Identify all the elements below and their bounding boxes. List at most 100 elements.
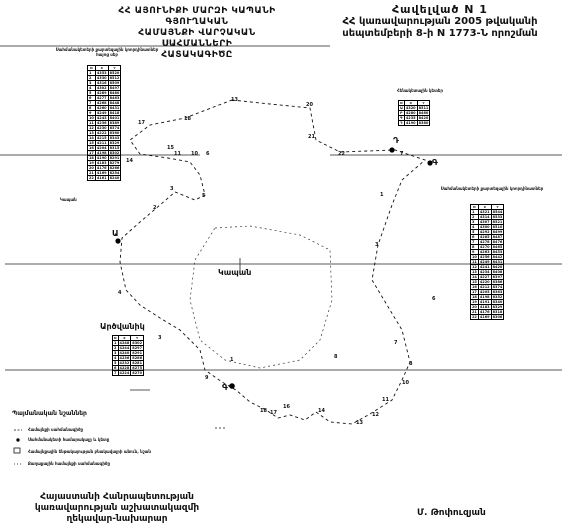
table-cell: 8521 bbox=[490, 219, 505, 225]
header-left-line: ՀԱՏԱԿԱԳԻԾԸ bbox=[161, 50, 233, 60]
table-cell: 22 bbox=[470, 314, 479, 320]
table-cell: 8497 bbox=[107, 85, 122, 91]
table-cell: 4240 bbox=[117, 350, 132, 356]
point-label: 8 bbox=[334, 354, 338, 360]
legend-symbols bbox=[13, 427, 225, 465]
table-cell: 8431 bbox=[490, 259, 505, 265]
table-cell: 8420 bbox=[416, 115, 431, 121]
table-cell: 8499 bbox=[490, 229, 505, 235]
point-label: 13 bbox=[356, 420, 363, 426]
point-label: 3 bbox=[158, 335, 162, 341]
table-cell: 22 bbox=[87, 175, 96, 181]
point-label: 6 bbox=[206, 151, 210, 157]
point-label: 1 bbox=[380, 192, 384, 198]
table-cell: 4280 bbox=[403, 110, 418, 116]
table-cell: 4249 bbox=[94, 110, 109, 116]
annex-line: ՀՀ կառավարության 2005 թվականի bbox=[342, 16, 538, 27]
point-label: 20 bbox=[306, 102, 313, 108]
legend-symbol-point bbox=[16, 438, 20, 442]
table-cell: 4353 bbox=[94, 70, 109, 76]
table-cell: 4232 bbox=[117, 360, 132, 366]
settlement-g-marker bbox=[427, 160, 433, 166]
table-cell: 4169 bbox=[94, 170, 109, 176]
point-label: 9 bbox=[205, 375, 209, 381]
table-cell: 4205 bbox=[477, 289, 492, 295]
settlement-d-marker bbox=[389, 147, 395, 153]
point-label: 7 bbox=[400, 151, 404, 157]
table-cell: 8279 bbox=[107, 160, 122, 166]
table-cell: 8315 bbox=[107, 145, 122, 151]
point-label: 10 bbox=[191, 151, 198, 157]
table-cell: 4191 bbox=[477, 299, 492, 305]
table-cell: 8374 bbox=[107, 125, 122, 131]
footer-line: Հայաստանի Հանրապետության bbox=[40, 492, 194, 502]
footer-signature: Մ. Թոփուզյան bbox=[417, 508, 486, 518]
point-label: 14 bbox=[318, 408, 325, 414]
left-table-caption: Սահմանակետերի քարտեզային կոորդինատներ հա… bbox=[55, 47, 159, 57]
table-cell: 8480 bbox=[107, 90, 122, 96]
header-right-annex: Հավելված N 1 ՀՀ կառավարության 2005 թվակա… bbox=[320, 4, 560, 40]
table-cell: 8240 bbox=[107, 175, 122, 181]
table-cell: 4161 bbox=[94, 175, 109, 181]
table-cell: 4198 bbox=[94, 150, 109, 156]
table-cell: 8318 bbox=[490, 309, 505, 315]
legend-item: Համայնքի սահմանագիծը bbox=[28, 427, 84, 432]
table-cell: 8360 bbox=[107, 130, 122, 136]
table-cell: 4321 bbox=[477, 209, 492, 215]
table-cell: 8487 bbox=[490, 234, 505, 240]
table-cell: 8408 bbox=[490, 269, 505, 275]
table-cell: 8533 bbox=[490, 214, 505, 220]
table-cell: 8329 bbox=[490, 304, 505, 310]
table-cell: 8302 bbox=[130, 340, 145, 346]
point-label: 17 bbox=[138, 120, 145, 126]
table-cell: 8463 bbox=[107, 95, 122, 101]
table-cell: 4248 bbox=[117, 340, 132, 346]
point-label: 16 bbox=[283, 404, 290, 410]
table-cell: 8297 bbox=[130, 345, 145, 351]
point-label: 18 bbox=[184, 116, 191, 122]
table-cell: 4234 bbox=[477, 269, 492, 275]
table-cell: 8386 bbox=[490, 279, 505, 285]
table-cell: 8352 bbox=[490, 294, 505, 300]
table-cell: 8465 bbox=[490, 244, 505, 250]
table-cell: 4320 bbox=[403, 105, 418, 111]
point-label: 6 bbox=[432, 296, 436, 302]
table-cell: 8266 bbox=[107, 165, 122, 171]
community-boundary bbox=[119, 99, 426, 425]
table-cell: 8389 bbox=[107, 120, 122, 126]
header-left-line: ՀՀ ԱՅՈՒՆԻՔԻ ՄԱՐԶԻ ԿԱՊԱՆԻ ԳՅՈՒՂԱԿԱՆ bbox=[118, 6, 276, 27]
table-cell: 8270 bbox=[130, 370, 145, 376]
settlement-g-label: Գ bbox=[432, 158, 438, 167]
city-boundary bbox=[189, 225, 333, 369]
table-cell: 4292 bbox=[477, 229, 492, 235]
point-label: 3 bbox=[375, 242, 379, 248]
table-cell: 4302 bbox=[94, 85, 109, 91]
legend-symbol-settlement bbox=[13, 447, 21, 454]
table-cell: 4176 bbox=[477, 309, 492, 315]
table-cell: 4236 bbox=[94, 120, 109, 126]
table-cell: 8340 bbox=[490, 299, 505, 305]
point-label: 21 bbox=[308, 134, 315, 140]
table-cell: 8275 bbox=[130, 365, 145, 371]
table-cell: 8291 bbox=[130, 350, 145, 356]
table-cell: 4260 bbox=[94, 105, 109, 111]
point-label: 18 bbox=[260, 408, 267, 414]
header-left-title: ՀՀ ԱՅՈՒՆԻՔԻ ՄԱՐԶԻ ԿԱՊԱՆԻ ԳՅՈՒՂԱԿԱՆ ՀԱՄԱՅ… bbox=[112, 6, 282, 61]
table-cell: 8520 bbox=[107, 70, 122, 76]
table-cell: 4215 bbox=[94, 135, 109, 141]
table-cell: 8254 bbox=[107, 170, 122, 176]
point-label: 22 bbox=[338, 151, 345, 157]
table-cell: 8363 bbox=[490, 289, 505, 295]
table-cell: 4183 bbox=[477, 304, 492, 310]
